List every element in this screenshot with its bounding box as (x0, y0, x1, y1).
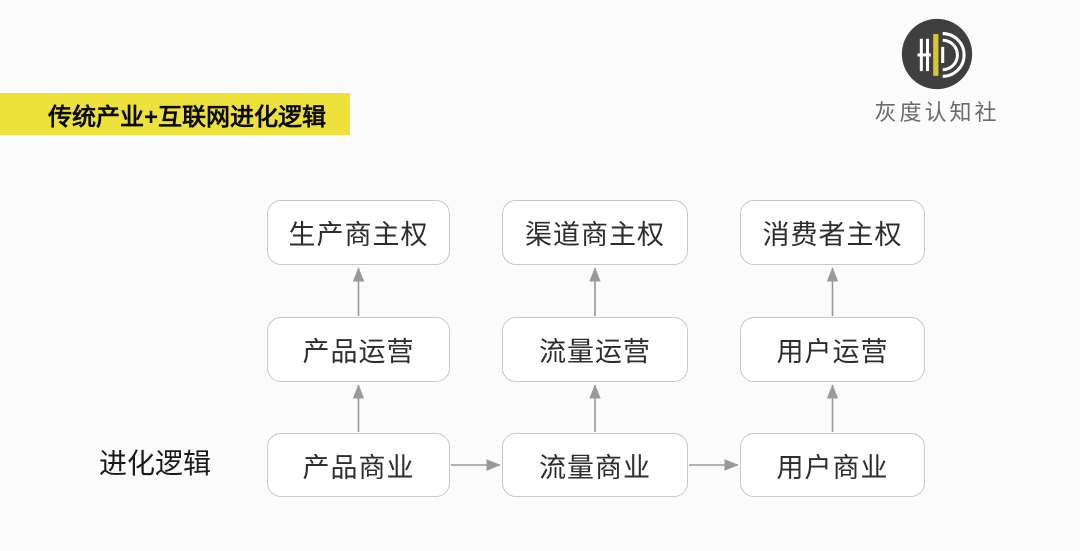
node-manufacturer-sovereignty: 生产商主权 (267, 200, 450, 265)
brand-name: 灰度认知社 (874, 100, 1000, 125)
node-channel-sovereignty: 渠道商主权 (502, 200, 688, 265)
node-traffic-business: 流量商业 (502, 433, 688, 497)
logo-hd-icon (901, 18, 973, 90)
evolution-logic-label: 进化逻辑 (99, 448, 212, 479)
node-product-operation: 产品运营 (267, 317, 450, 382)
node-user-operation: 用户运营 (740, 317, 925, 382)
node-traffic-operation: 流量运营 (502, 317, 688, 382)
node-product-business: 产品商业 (267, 433, 450, 497)
page-title: 传统产业+互联网进化逻辑 (48, 103, 327, 131)
node-user-business: 用户商业 (740, 433, 925, 497)
node-consumer-sovereignty: 消费者主权 (740, 200, 925, 265)
brand-logo: 灰度认知社 (872, 16, 1002, 127)
title-banner: 传统产业+互联网进化逻辑 (0, 93, 350, 135)
